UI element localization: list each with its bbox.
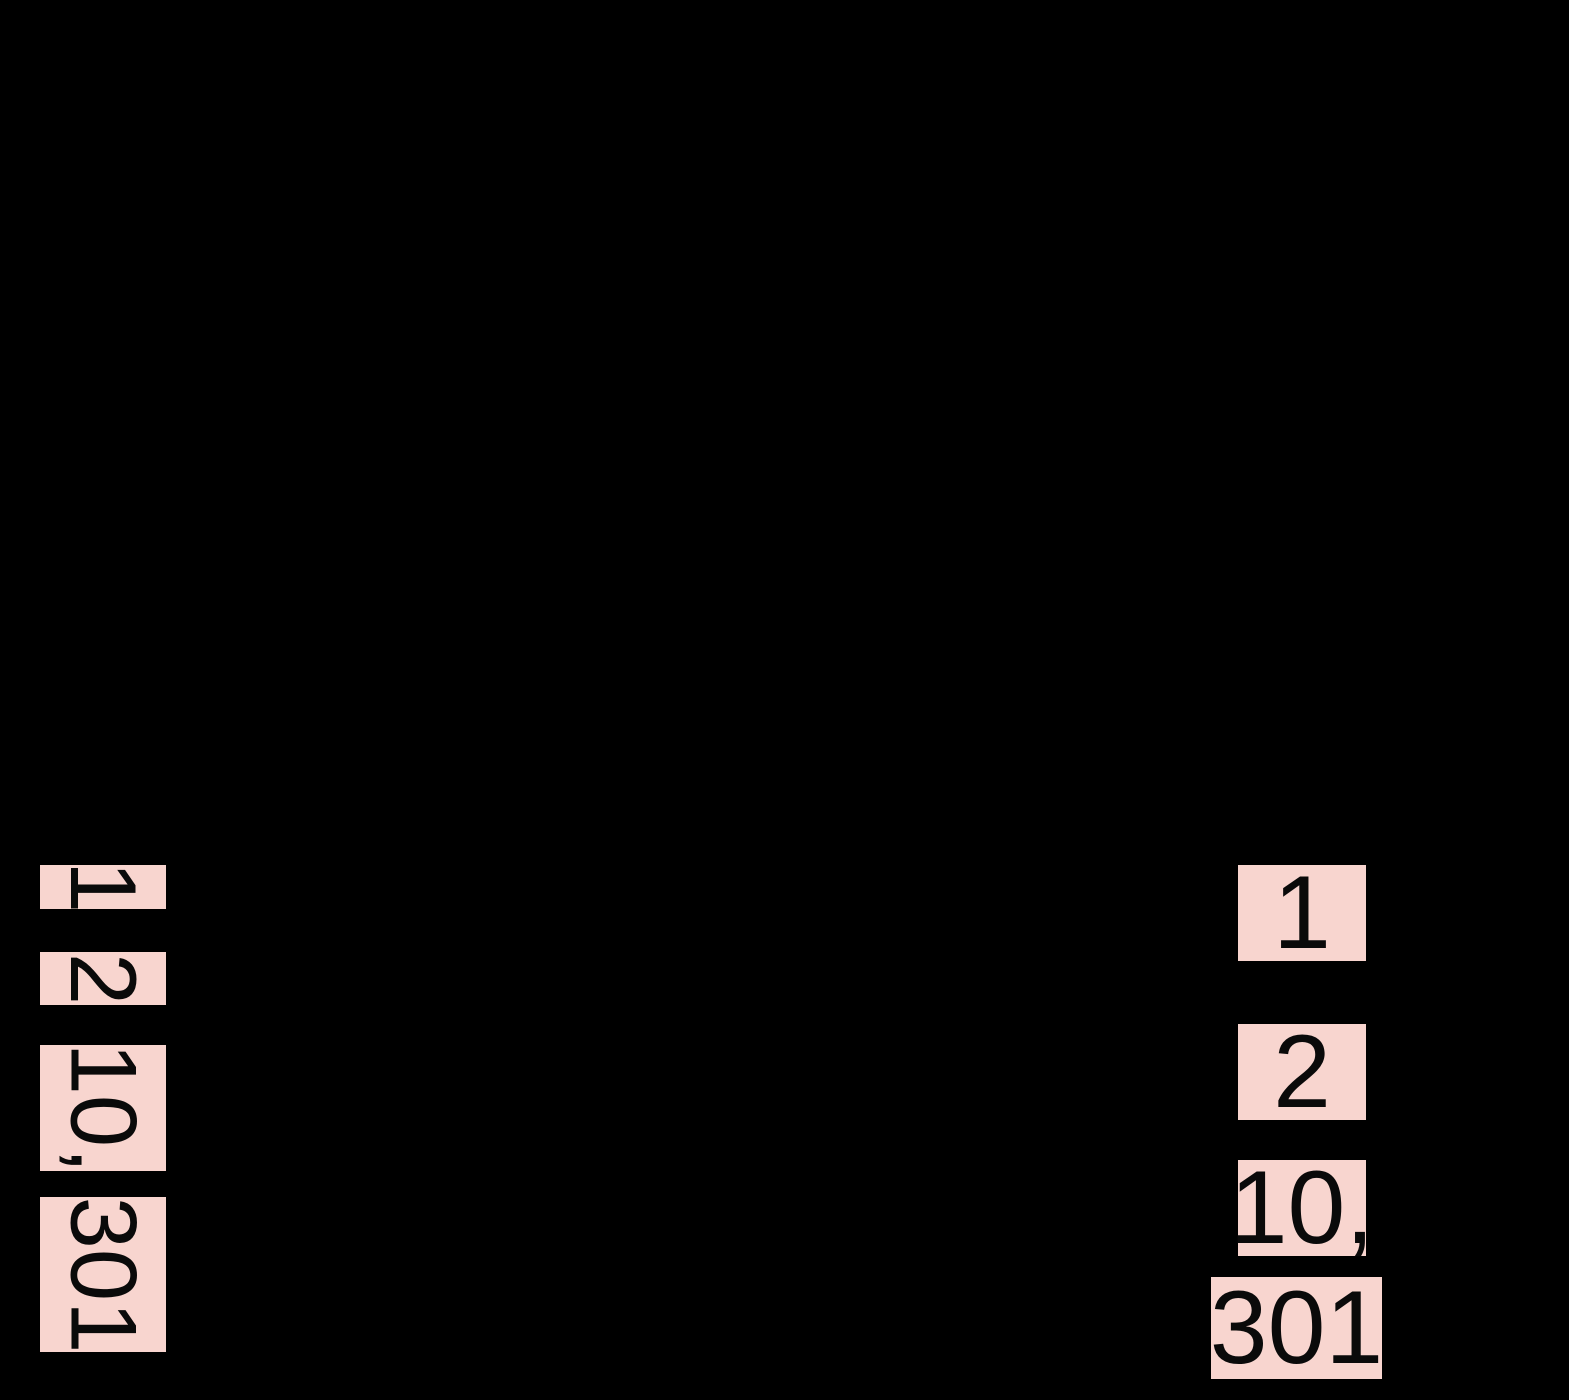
word-text: 2 — [51, 952, 156, 1005]
word-text: 301 — [1209, 1270, 1384, 1386]
highlighted-word-box: 301 — [1209, 1270, 1384, 1386]
highlighted-word-box: 301 — [40, 1196, 166, 1353]
word-text: 2 — [1273, 1014, 1331, 1130]
word-text: 1 — [1273, 855, 1331, 971]
highlighted-word-box: 2 — [1238, 1020, 1366, 1124]
highlighted-word-box: 10, — [40, 1042, 166, 1174]
word-text: 10, — [1229, 1150, 1375, 1266]
highlighted-word-box: 2 — [40, 952, 166, 1005]
word-text: 10, — [51, 1042, 156, 1174]
highlighted-word-box: 10, — [1230, 1156, 1375, 1260]
highlighted-word-box: 1 — [40, 861, 166, 913]
word-text: 1 — [51, 860, 156, 914]
highlighted-word-box: 1 — [1238, 861, 1366, 965]
word-text: 301 — [51, 1196, 156, 1353]
